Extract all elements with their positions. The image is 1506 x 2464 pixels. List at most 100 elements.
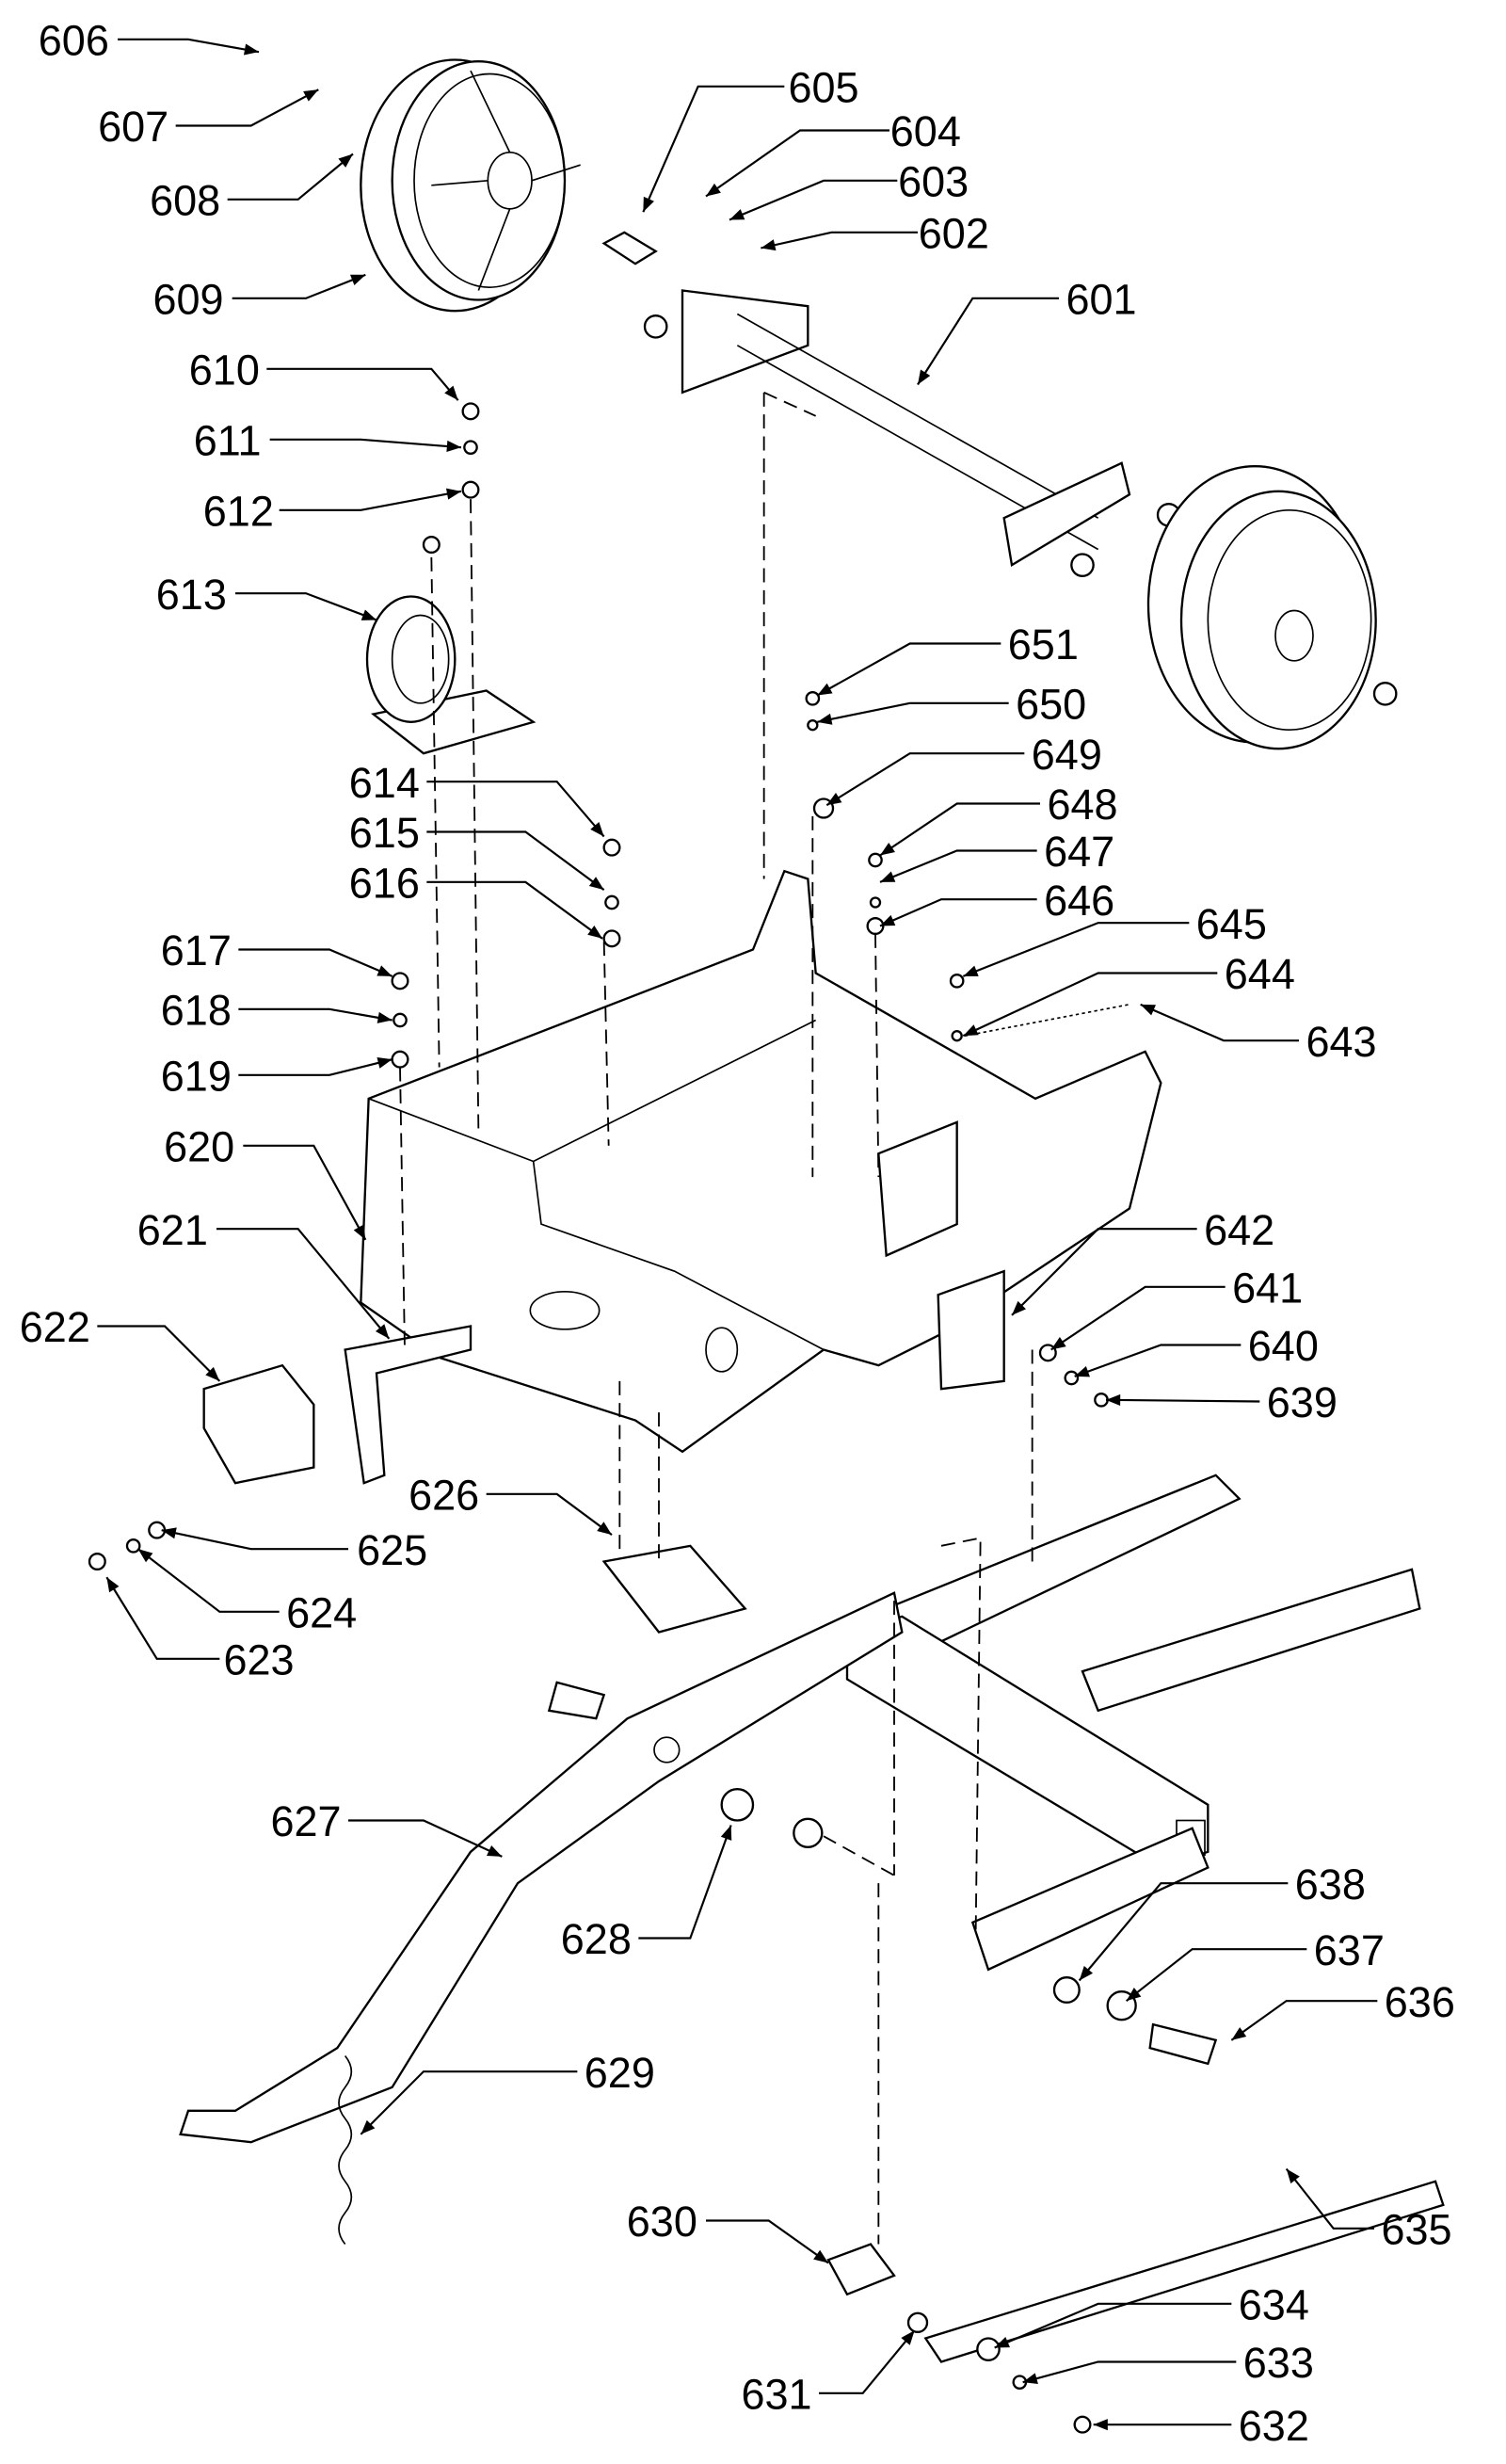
leader-line [426, 781, 605, 838]
part-number-label: 651 [1008, 620, 1079, 668]
part-number-label: 603 [898, 158, 969, 206]
callout-645: 645 [962, 900, 1267, 977]
part-number-label: 635 [1381, 2206, 1451, 2254]
leader-line [917, 297, 1059, 386]
leader-line [266, 367, 459, 401]
part-number-label: 647 [1044, 828, 1114, 876]
callout-637: 637 [1125, 1926, 1385, 2003]
part-number-label: 646 [1044, 877, 1114, 925]
part-number-label: 624 [286, 1589, 357, 1637]
leader-line [238, 1056, 393, 1076]
leader-line [879, 849, 1037, 883]
part-number-label: 634 [1239, 2281, 1309, 2329]
callout-630: 630 [627, 2198, 829, 2264]
callout-615: 615 [349, 809, 605, 892]
part-number-label: 643 [1306, 1018, 1376, 1066]
leader-line [279, 488, 462, 511]
part-number-label: 605 [788, 64, 858, 112]
leader-line [817, 701, 1009, 725]
leader-line [137, 1548, 280, 1613]
callout-614: 614 [349, 759, 605, 838]
wheel-left [360, 58, 581, 313]
callout-644: 644 [962, 950, 1295, 1038]
part-number-label: 629 [585, 2049, 655, 2097]
callout-623: 623 [105, 1576, 295, 1684]
part-number-label: 631 [741, 2371, 811, 2419]
leader-line [1125, 1948, 1307, 2003]
brackets [202, 1269, 1005, 2296]
part-number-label: 645 [1196, 900, 1267, 948]
callout-616: 616 [349, 860, 603, 940]
leader-line [360, 2070, 578, 2135]
callout-604: 604 [705, 107, 961, 198]
pedal-arm [179, 1591, 904, 2246]
part-number-label: 618 [161, 987, 232, 1035]
part-number-label: 617 [161, 926, 232, 974]
leader-line [161, 1527, 348, 1551]
part-number-label: 638 [1295, 1860, 1366, 1908]
part-number-label: 616 [349, 860, 420, 908]
callout-602: 602 [761, 209, 989, 258]
callout-634: 634 [994, 2281, 1309, 2349]
callout-606: 606 [39, 17, 260, 65]
part-number-label: 627 [270, 1797, 341, 1845]
callout-609: 609 [152, 273, 366, 324]
callout-621: 621 [137, 1206, 391, 1340]
leader-line [216, 1228, 391, 1340]
callout-631: 631 [741, 2329, 916, 2419]
part-number-label: 606 [39, 17, 109, 65]
callout-601: 601 [917, 276, 1137, 386]
part-number-label: 614 [349, 759, 420, 807]
leader-line [426, 830, 605, 892]
caster-rear [365, 536, 537, 755]
leader-line [879, 802, 1040, 857]
part-number-label: 648 [1047, 781, 1117, 829]
wheel-right [1146, 465, 1398, 750]
part-number-label: 632 [1239, 2402, 1309, 2450]
callout-607: 607 [98, 89, 319, 151]
callout-619: 619 [161, 1053, 393, 1101]
callout-650: 650 [817, 681, 1086, 729]
part-number-label: 637 [1314, 1926, 1385, 1974]
part-number-label: 604 [890, 107, 961, 155]
part-number-label: 644 [1225, 950, 1295, 998]
callout-641: 641 [1050, 1264, 1303, 1351]
leader-line [819, 2329, 916, 2394]
leader-line [348, 1819, 503, 1858]
part-number-label: 619 [161, 1053, 232, 1101]
callout-labels: 6016026036046056066076086096106116126136… [20, 17, 1455, 2450]
part-number-label: 611 [194, 417, 262, 465]
leader-line [729, 179, 898, 221]
part-number-label: 612 [203, 488, 274, 536]
part-number-label: 613 [156, 571, 227, 619]
leader-line [243, 1144, 367, 1241]
callout-626: 626 [409, 1472, 613, 1537]
leader-line [1022, 2360, 1237, 2385]
part-number-label: 633 [1243, 2339, 1314, 2387]
part-number-label: 620 [164, 1123, 234, 1171]
callout-617: 617 [161, 926, 393, 977]
part-number-label: 625 [357, 1526, 427, 1574]
part-number-label: 650 [1016, 681, 1086, 729]
leader-line [486, 1492, 613, 1537]
part-number-label: 601 [1065, 276, 1136, 324]
leader-line [1230, 2000, 1378, 2041]
leader-line [706, 2219, 829, 2264]
part-number-label: 636 [1385, 1978, 1455, 2026]
part-number-label: 607 [98, 103, 168, 151]
leader-line [118, 38, 260, 56]
callout-629: 629 [360, 2049, 655, 2135]
parts-drawing [88, 58, 1445, 2434]
callout-647: 647 [879, 828, 1114, 883]
lift-frame [845, 1474, 1421, 1972]
callout-646: 646 [879, 877, 1114, 927]
leader-line [705, 129, 889, 198]
callout-628: 628 [561, 1825, 732, 1963]
callout-632: 632 [1093, 2402, 1309, 2450]
leader-line [816, 642, 1001, 697]
leader-line [638, 1825, 732, 1940]
callout-622: 622 [20, 1303, 221, 1382]
leader-line [1285, 2167, 1374, 2230]
leader-line [1078, 1882, 1289, 1982]
